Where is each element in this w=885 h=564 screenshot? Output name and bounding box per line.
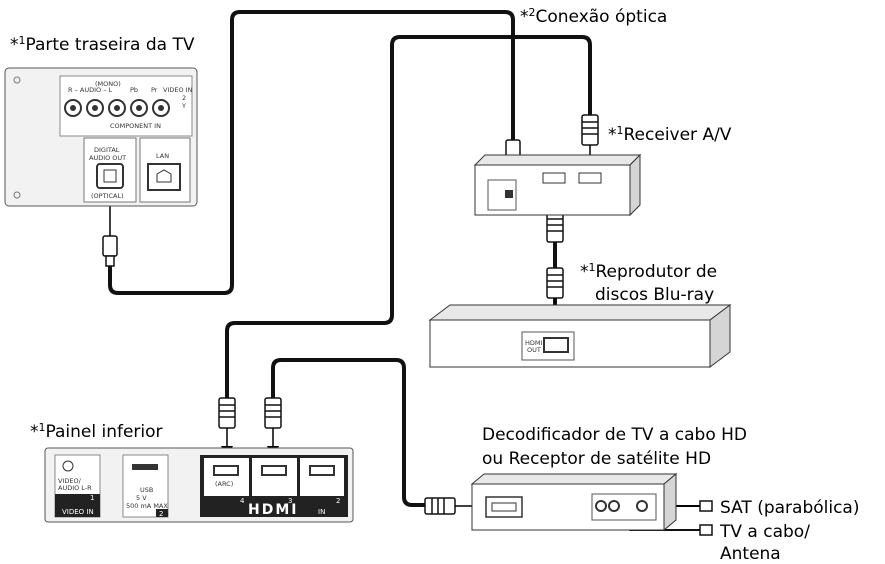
bottom-panel-label: *1Painel inferior — [30, 421, 163, 442]
hdmi-in-label: IN — [318, 508, 325, 516]
mono-label: (MONO) — [95, 80, 121, 88]
bluray-out-label: OUT — [527, 346, 541, 354]
hdmi-cable-tv4 — [225, 35, 592, 402]
set-top-box — [470, 472, 678, 532]
optical-connection-label: *2Conexão óptica — [520, 6, 667, 27]
y-label: Y — [181, 102, 186, 110]
hdmi-port-4-num: 4 — [240, 497, 245, 505]
usb-num-label: 2 — [159, 510, 163, 518]
usb-label: USB — [140, 486, 153, 494]
bluray-label-line1: *1Reprodutor de — [580, 261, 717, 282]
hdmi-cable-stb — [271, 358, 427, 507]
audio-out-label: AUDIO OUT — [89, 154, 126, 162]
optical-cable — [108, 10, 515, 295]
digital-label: DIGITAL — [94, 146, 120, 154]
optical-port-label: (OPTICAL) — [91, 192, 124, 200]
composite-audio-label: AUDIO L-R — [58, 484, 92, 492]
hdmi-port-2-num: 2 — [336, 497, 340, 505]
pb-label: Pb — [130, 86, 138, 94]
hdmi-logo: HDMI — [248, 502, 298, 518]
sat-label: SAT (parabólica) — [720, 498, 860, 518]
audio-label: R – AUDIO – L — [68, 86, 113, 94]
usb-spec2-label: 500 mA MAX — [126, 502, 168, 510]
cable-label-line2: Antena — [720, 544, 781, 564]
bluray-label-line2: discos Blu-ray — [595, 285, 714, 305]
stb-label-line1: Decodificador de TV a cabo HD — [482, 425, 747, 445]
composite-num-label: 1 — [90, 494, 94, 502]
usb-spec1-label: 5 V — [136, 494, 147, 502]
tv-back-panel: (MONO) R – AUDIO – L Pb Pr VIDEO IN 2 Y … — [4, 67, 198, 207]
composite-video-in-label: VIDEO IN — [62, 508, 94, 516]
lan-label: LAN — [156, 152, 169, 160]
bluray-hdmi-label: HDMI — [525, 339, 543, 347]
tv-bottom-panel: VIDEO/ AUDIO L-R 1 VIDEO IN USB 5 V 500 … — [44, 447, 354, 523]
bluray-player: HDMI OUT — [428, 304, 732, 368]
stb-label-line2: ou Receptor de satélite HD — [482, 449, 711, 469]
cable-label-line1: TV a cabo/ — [719, 522, 810, 542]
video-num-label: 2 — [182, 94, 186, 102]
composite-video-label: VIDEO/ — [58, 477, 82, 485]
component-in-label: COMPONENT IN — [110, 122, 161, 130]
pr-label: Pr — [151, 86, 158, 94]
av-receiver — [473, 153, 642, 217]
hdmi-port-3-num: 3 — [288, 497, 292, 505]
tv-back-label: *1Parte traseira da TV — [10, 34, 195, 55]
arc-label: (ARC) — [215, 480, 233, 488]
receiver-label: *1Receiver A/V — [608, 124, 732, 145]
connector-plugs — [102, 114, 713, 536]
video-in-label: VIDEO IN — [163, 86, 193, 94]
